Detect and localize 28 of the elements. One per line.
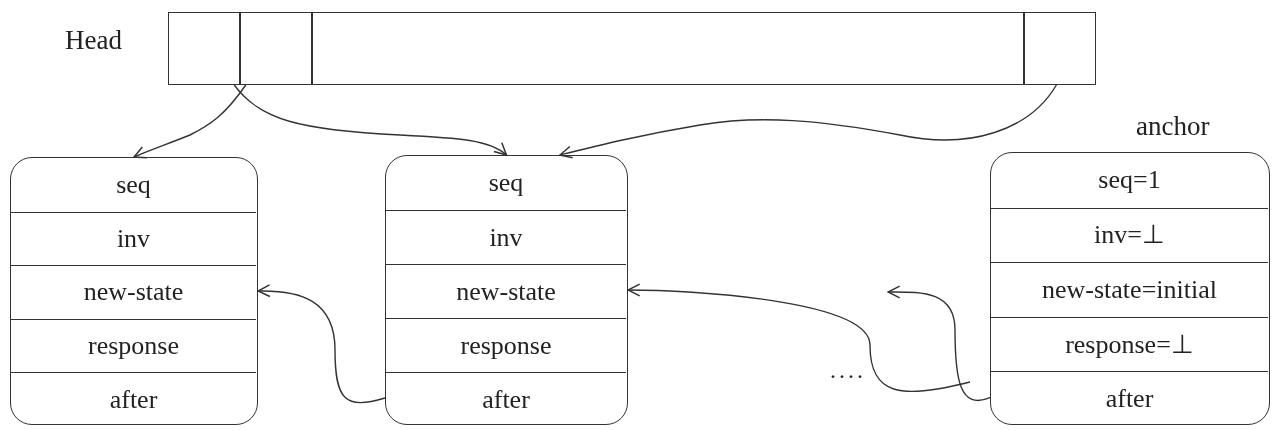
record-field: inv=⊥ [991, 207, 1268, 263]
record-box [385, 155, 628, 425]
array-cell [311, 11, 1024, 85]
record-field: response [11, 318, 256, 373]
record-field: seq [11, 158, 256, 212]
record-field: seq=1 [991, 153, 1268, 208]
node-heading: Head [65, 27, 122, 54]
ellipsis-text: .... [830, 356, 866, 385]
record-field: response=⊥ [991, 316, 1268, 372]
record-field: after [11, 372, 256, 426]
record-box [10, 157, 258, 425]
curved-arrow [627, 283, 971, 393]
curved-arrow [257, 284, 386, 404]
record-field: new-state [11, 265, 256, 319]
node-heading: anchor [1136, 113, 1210, 140]
record-field: seq [386, 156, 626, 210]
record-field: inv [386, 210, 626, 264]
record-field: new-state=initial [991, 262, 1268, 317]
curved-arrow [559, 84, 1058, 159]
array-cell [239, 11, 312, 85]
curved-arrow [887, 285, 991, 402]
record-field: response [386, 318, 626, 372]
curved-arrow [233, 84, 508, 156]
record-field: new-state [386, 264, 626, 318]
curved-arrow [133, 84, 247, 159]
record-field: inv [11, 211, 256, 266]
record-field: after [386, 372, 626, 426]
record-field: after [991, 371, 1268, 426]
